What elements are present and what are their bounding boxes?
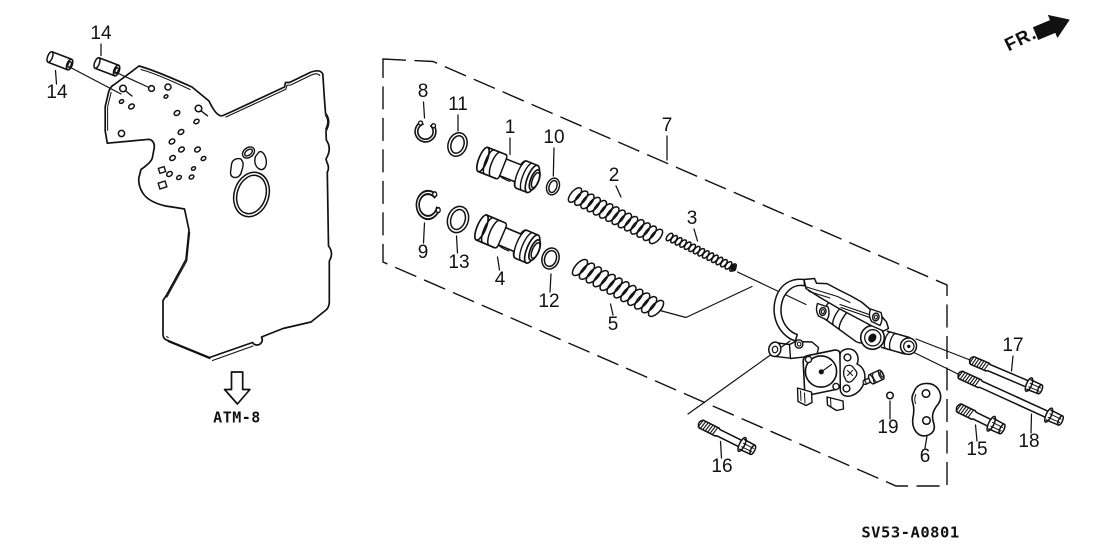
pin-top-pointer-line: [113, 70, 150, 89]
leader-bolt-mid: [974, 424, 978, 442]
snap-ring-8: [414, 120, 437, 143]
callout-pin-left: 14: [46, 82, 68, 103]
o-ring-11: [447, 132, 468, 157]
dowel-pin-left: [46, 50, 74, 71]
snap-ring-9: [415, 189, 441, 221]
leader-cover-plate: [924, 435, 928, 449]
o-ring-12: [541, 247, 560, 270]
check-valve: [862, 369, 885, 386]
leader-spring-lower: [609, 303, 614, 316]
leader-spring-upper: [615, 185, 622, 198]
callout-oring-small-upper: 10: [543, 127, 564, 148]
leader-oring-small-upper: [552, 147, 555, 177]
steel-ball: [885, 391, 895, 400]
bolt-18: [957, 370, 1065, 426]
callout-group-boundary: 7: [662, 115, 673, 136]
callout-oring-lower: 13: [448, 252, 469, 273]
callout-bolt-mid: 15: [966, 439, 987, 460]
bolt-16: [697, 419, 757, 456]
spring-5: [571, 258, 665, 318]
atm-down-arrow: [223, 371, 251, 405]
callout-pin-top: 14: [90, 23, 112, 44]
callout-piston-lower: 4: [495, 269, 506, 290]
callout-bolt-lower: 16: [711, 456, 732, 477]
atm-ref-label: ATM-8: [213, 409, 261, 427]
callout-piston-upper: 1: [505, 117, 516, 138]
bolt-15: [955, 403, 1006, 435]
leader-oring-lower: [455, 235, 459, 254]
leader-bolt-lower: [719, 440, 723, 459]
o-ring-10: [545, 177, 561, 196]
leader-piston-lower: [496, 256, 501, 271]
leader-bolt-long-a: [1010, 355, 1014, 372]
piston-1: [475, 146, 541, 194]
leader-snap-ring-lower: [422, 222, 426, 244]
callout-snap-ring-upper: 8: [418, 81, 429, 102]
callout-snap-ring-lower: 9: [418, 242, 429, 263]
bolt-17: [968, 355, 1044, 395]
o-ring-13: [446, 205, 470, 234]
callout-oring-upper: 11: [448, 94, 468, 115]
callout-spring-lower: 5: [608, 314, 619, 335]
leader-oring-small-lower: [549, 273, 552, 293]
callout-cover-plate: 6: [920, 446, 931, 467]
leader-spring-inner: [693, 228, 699, 242]
separator-plate: [104, 65, 333, 362]
dowel-pin-top: [93, 56, 121, 77]
piston-4: [473, 214, 542, 264]
fr-direction-arrow: [1032, 14, 1070, 40]
cover-plate-6: [911, 382, 942, 437]
assembly-axis-lines: [659, 271, 971, 415]
accumulator-body: [768, 277, 918, 412]
callout-bolt-long-b: 18: [1018, 431, 1039, 452]
spring-3: [665, 232, 738, 272]
callout-spring-inner: 3: [687, 208, 698, 229]
callout-bolt-long-a: 17: [1002, 335, 1023, 356]
pin-left-pointer-line: [69, 66, 122, 95]
callout-oring-small-lower: 12: [538, 291, 559, 312]
callout-ball: 19: [877, 417, 898, 438]
leader-snap-ring-upper: [422, 101, 426, 119]
leader-bolt-long-b: [1030, 413, 1033, 434]
callout-spring-upper: 2: [609, 165, 620, 186]
parts-group-boundary: [382, 58, 948, 487]
spring-2: [567, 187, 664, 245]
figure-code: SV53-A0801: [861, 524, 959, 542]
leader-pin-left: [54, 69, 58, 85]
